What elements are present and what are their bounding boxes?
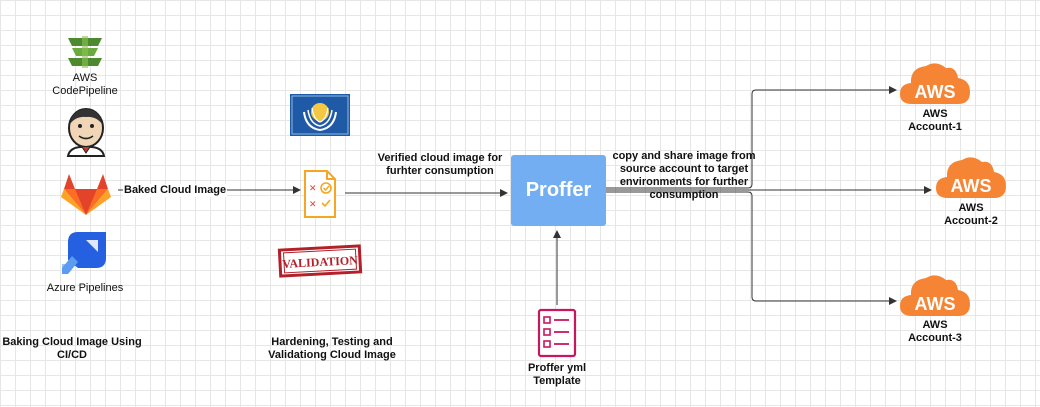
codepipeline-icon <box>68 36 102 68</box>
account-1-label: AWS Account-1 <box>908 108 962 133</box>
baked-image-label: Baked Cloud Image <box>123 184 228 197</box>
svg-text:✕: ✕ <box>309 200 317 210</box>
aws-logo-text: AWS <box>950 176 991 196</box>
arrow-proffer-to-account-1 <box>606 86 897 189</box>
account-3-label: AWS Account-3 <box>908 319 962 344</box>
gitlab-icon <box>61 174 111 215</box>
copy-share-label: copy and share image from source account… <box>612 150 756 201</box>
aws-logo-text: AWS <box>914 294 955 314</box>
validation-caption: Hardening, Testing and Validationg Cloud… <box>268 336 396 361</box>
proffer-box: Proffer <box>511 155 606 226</box>
codepipeline-label: AWS CodePipeline <box>52 72 118 97</box>
account-2-label: AWS Account-2 <box>944 202 998 227</box>
aws-logo-text: AWS <box>914 82 955 102</box>
template-label: Proffer yml Template <box>527 362 587 387</box>
aws-cloud-icon: AWS <box>900 275 970 316</box>
jenkins-icon <box>66 108 106 157</box>
globe-logo-icon <box>290 94 350 136</box>
aws-cloud-icon: AWS <box>936 157 1006 198</box>
validation-stamp-text: VALIDATION <box>282 253 359 271</box>
arrow-proffer-to-account-3 <box>606 191 897 305</box>
template-document-icon <box>537 308 577 358</box>
aws-cloud-icon: AWS <box>900 63 970 104</box>
svg-text:✕: ✕ <box>309 184 317 194</box>
azure-pipelines-label: Azure Pipelines <box>46 282 124 294</box>
verified-image-label: Verified cloud image for furhter consump… <box>377 152 503 177</box>
azure-pipelines-icon <box>62 232 106 274</box>
baking-caption: Baking Cloud Image Using CI/CD <box>2 336 142 361</box>
checklist-icon: ✕ ✕ <box>304 170 336 218</box>
validation-stamp-icon: VALIDATION <box>277 244 363 278</box>
